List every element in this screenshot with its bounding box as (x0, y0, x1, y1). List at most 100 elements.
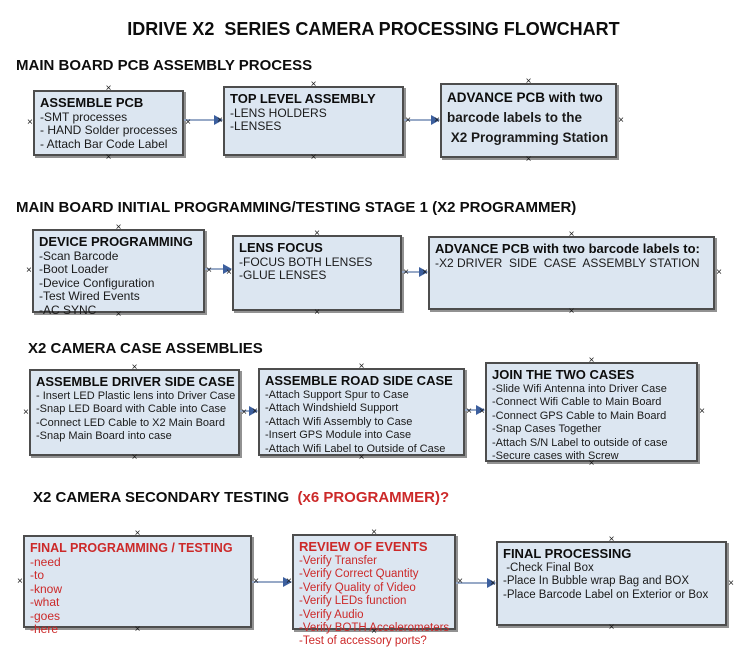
arrow-head-icon (476, 405, 485, 415)
box-item: -SMT processes (40, 110, 128, 124)
connector-handle-icon: × (525, 154, 532, 165)
box-title: LENS FOCUS (239, 240, 323, 255)
box-item: -here (30, 622, 59, 637)
connector-handle-icon: × (310, 152, 317, 163)
box-item: -Scan Barcode (39, 249, 119, 263)
flow-arrow (205, 263, 232, 275)
box-item: -LENSES (230, 119, 282, 134)
box-item: -Attach S/N Label to outside of case (492, 436, 668, 449)
arrow-head-icon (214, 115, 223, 125)
box-item: -Verify Audio (299, 608, 364, 621)
box-item: - Insert LED Plastic lens into Driver Ca… (36, 390, 236, 402)
box-item: -know (30, 581, 63, 596)
arrow-line (402, 271, 419, 273)
heading-black-part: X2 CAMERA SECONDARY TESTING (33, 489, 298, 506)
flow-arrow (184, 114, 223, 126)
box-item: -to (30, 568, 45, 583)
box-item: X2 Programming Station (447, 130, 609, 145)
box-item: -Attach Wifi Label to Outside of Case (265, 442, 446, 455)
connector-handle-icon: × (568, 306, 575, 317)
box-item: -Test of accessory ports? (299, 635, 427, 648)
flow-box-final-processing: × × × × FINAL PROCESSING -Check Final Bo… (490, 535, 734, 633)
connector-handle-icon: × (608, 534, 615, 545)
box-item: -Place Barcode Label on Exterior or Box (503, 588, 709, 601)
box-title: ASSEMBLE DRIVER SIDE CASE (36, 374, 235, 389)
arrow-head-icon (249, 406, 258, 416)
box-title: ADVANCE PCB with two (447, 90, 603, 105)
box-item: -Verify Quality of Video (299, 581, 416, 594)
connector-handle-icon: × (105, 83, 112, 94)
flow-box-assemble-pcb: × × × × ASSEMBLE PCB -SMT processes - HA… (27, 84, 191, 163)
box-item: -Connect Wifi Cable to Main Board (492, 396, 662, 409)
connector-handle-icon: × (568, 229, 575, 240)
section-heading-initial-programming: MAIN BOARD INITIAL PROGRAMMING/TESTING S… (16, 199, 577, 216)
flow-arrow (456, 577, 496, 589)
box-title: ASSEMBLE ROAD SIDE CASE (265, 373, 453, 388)
box-item: -Test Wired Events (39, 289, 140, 304)
box-title: JOIN THE TWO CASES (492, 367, 635, 382)
box-item: -Attach Support Spur to Case (265, 389, 409, 401)
connector-handle-icon: × (115, 222, 122, 233)
box-item: -need (30, 555, 61, 569)
box-title: FINAL PROCESSING (503, 546, 632, 561)
box-item: -Check Final Box (503, 562, 594, 574)
arrow-line (465, 409, 476, 411)
connector-handle-icon: × (588, 355, 595, 366)
box-item: -Snap LED Board with Cable into Case (36, 403, 227, 416)
box-title: TOP LEVEL ASSEMBLY (230, 91, 376, 106)
arrow-line (252, 581, 283, 583)
box-item: -Attach Windshield Support (265, 402, 399, 415)
connector-handle-icon: × (27, 117, 33, 128)
flow-box-advance-pcb-driver-side: × × × × ADVANCE PCB with two barcode lab… (422, 230, 722, 317)
box-title: ASSEMBLE PCB (40, 95, 144, 110)
connector-handle-icon: × (716, 267, 722, 278)
flow-box-top-level-assembly: × × × × TOP LEVEL ASSEMBLY -LENS HOLDERS… (217, 80, 411, 163)
connector-handle-icon: × (131, 452, 138, 463)
arrow-head-icon (419, 267, 428, 277)
flow-box-join-the-two-cases: × × × × JOIN THE TWO CASES -Slide Wifi A… (479, 356, 705, 469)
connector-handle-icon: × (23, 406, 29, 418)
section-heading-secondary-testing: X2 CAMERA SECONDARY TESTING (x6 PROGRAMM… (33, 489, 449, 506)
connector-handle-icon: × (699, 406, 705, 417)
arrow-head-icon (223, 264, 232, 274)
box-item: -Connect GPS Cable to Main Board (492, 409, 667, 422)
box-item: -Connect LED Cable to X2 Main Board (36, 416, 225, 429)
connector-handle-icon: × (134, 528, 141, 539)
box-item: -Slide Wifi Antenna into Driver Case (492, 383, 667, 395)
connector-handle-icon: × (618, 114, 624, 126)
box-item: -Verify Correct Quantity (299, 568, 419, 581)
connector-handle-icon: × (131, 362, 138, 373)
box-title: DEVICE PROGRAMMING (39, 234, 193, 249)
box-item: -Verify BOTH Accelerometers (299, 622, 450, 635)
connector-handle-icon: × (26, 265, 32, 276)
box-item: -Attach Wifi Assembly to Case (265, 415, 413, 428)
flow-arrow (404, 114, 440, 126)
connector-handle-icon: × (371, 527, 377, 538)
flow-box-assemble-driver-side-case: × × × × ASSEMBLE DRIVER SIDE CASE - Inse… (23, 363, 247, 463)
flow-box-review-of-events: × × × × REVIEW OF EVENTS -Verify Transfe… (286, 528, 463, 648)
flow-box-assemble-road-side-case: × × × × ASSEMBLE ROAD SIDE CASE -Attach … (252, 362, 472, 463)
flow-box-advance-pcb-programming-station: × × × × ADVANCE PCB with two barcode lab… (434, 77, 624, 165)
box-title: ADVANCE PCB with two barcode labels to: (435, 241, 700, 256)
box-item: -goes (30, 608, 61, 623)
box-item: -GLUE LENSES (239, 268, 327, 283)
box-item: -Secure cases with Screw (492, 450, 619, 463)
flow-arrow (252, 576, 292, 588)
box-item: -Verify LEDs function (299, 595, 407, 608)
arrow-line (205, 268, 223, 270)
box-item: -Device Configuration (39, 275, 155, 290)
box-item: -Snap Cases Together (492, 423, 602, 436)
arrow-head-icon (431, 115, 440, 125)
box-item: barcode labels to the (447, 110, 583, 125)
flow-box-device-programming: × × × × DEVICE PROGRAMMING -Scan Barcode… (26, 223, 212, 320)
arrow-line (456, 582, 487, 584)
box-item: -FOCUS BOTH LENSES (239, 255, 373, 269)
arrow-head-icon (283, 577, 292, 587)
box-item: -Snap Main Board into case (36, 430, 172, 443)
box-item: - Attach Bar Code Label (40, 136, 168, 151)
page-title: IDRIVE X2 SERIES CAMERA PROCESSING FLOWC… (127, 19, 620, 39)
box-item: -Insert GPS Module into Case (265, 429, 412, 442)
connector-handle-icon: × (728, 577, 734, 589)
connector-handle-icon: × (17, 575, 23, 587)
